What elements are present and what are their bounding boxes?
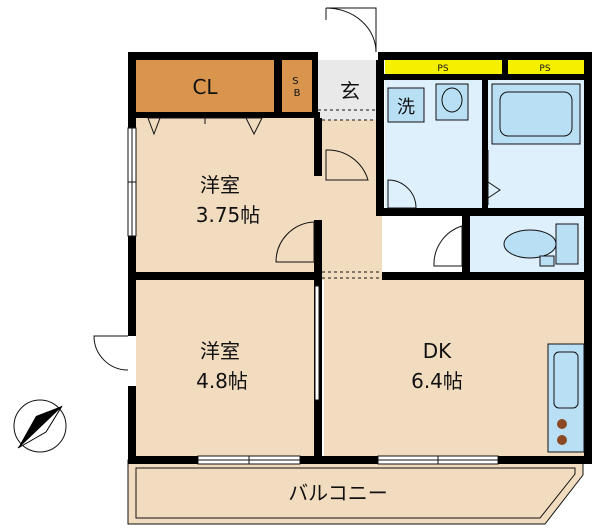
wall-dk-top bbox=[382, 272, 590, 280]
dk-size: 6.4帖 bbox=[411, 369, 463, 393]
outer-wall-bottom-mid bbox=[300, 456, 378, 464]
room1-door-swing bbox=[275, 221, 315, 263]
room2-name: 洋室 bbox=[200, 339, 240, 363]
north-arrow-icon bbox=[13, 399, 67, 453]
wall-ps-bottom bbox=[384, 74, 584, 80]
wall-closet-bottom bbox=[136, 112, 320, 118]
dk-floor bbox=[324, 280, 584, 456]
wall-washroom-bottom bbox=[376, 208, 468, 216]
room2-floor bbox=[136, 280, 320, 456]
wall-closet-sb bbox=[274, 60, 282, 112]
wall-bath-left bbox=[482, 74, 488, 208]
wall-bath-bottom bbox=[468, 208, 590, 216]
closet-label: CL bbox=[192, 75, 218, 99]
front-door-swing bbox=[325, 7, 377, 53]
outer-wall-right bbox=[584, 52, 592, 464]
stove-icon bbox=[547, 343, 585, 453]
shoebox-area bbox=[282, 60, 312, 112]
dk-name: DK bbox=[423, 339, 452, 363]
wall-room1-right-lower bbox=[314, 220, 322, 276]
shoebox-label: S B bbox=[292, 76, 302, 99]
washbasin-icon bbox=[435, 83, 469, 121]
outer-wall-left bbox=[128, 52, 136, 464]
wall-room1-right bbox=[314, 118, 322, 176]
bathtub-icon bbox=[491, 83, 581, 145]
room1-floor bbox=[136, 118, 320, 272]
room2-size: 4.8帖 bbox=[196, 369, 248, 393]
outer-wall-bottom-left bbox=[128, 456, 198, 464]
wall-toilet-left bbox=[462, 216, 470, 274]
front-door-gap bbox=[318, 52, 378, 60]
room1-size: 3.75帖 bbox=[196, 203, 261, 227]
room1-name: 洋室 bbox=[200, 173, 240, 197]
wall-ps-divider bbox=[502, 60, 508, 74]
sliding-door-room2-dk bbox=[314, 285, 320, 401]
balcony-label: バルコニー bbox=[288, 481, 388, 505]
ps-label-2: PS bbox=[539, 64, 550, 74]
washroom-door-swing bbox=[387, 179, 417, 209]
ps-box-2 bbox=[508, 60, 584, 74]
wall-sb-entrance bbox=[312, 60, 318, 118]
toilet-icon bbox=[503, 223, 579, 267]
wall-room1-room2 bbox=[136, 272, 322, 280]
balcony-inner-edge bbox=[135, 467, 576, 519]
wall-washroom-left bbox=[376, 60, 384, 216]
washer-label: 洗 bbox=[397, 97, 415, 118]
washer-box bbox=[387, 87, 425, 123]
ps-label-1: PS bbox=[437, 64, 448, 74]
corridor-door-swing bbox=[325, 149, 369, 181]
ps-box-1 bbox=[385, 60, 503, 74]
outer-wall-bottom-right bbox=[498, 456, 592, 464]
closet-area bbox=[136, 60, 274, 112]
toilet-door-swing bbox=[433, 225, 463, 267]
door-gap-room2-left bbox=[128, 336, 136, 386]
entrance-label: 玄 bbox=[340, 79, 360, 103]
